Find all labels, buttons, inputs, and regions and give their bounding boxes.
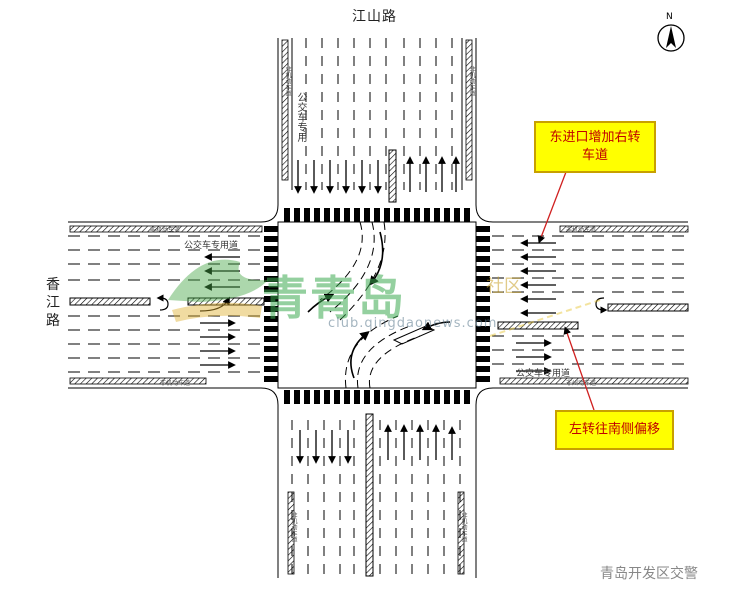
lane-label-west-bottom-non-motor: 非机动车道 [160,380,191,387]
source-credit: 青岛开发区交警 [600,566,698,582]
road-edges [68,38,688,578]
south-leg-lanes [291,420,461,578]
east-top-island [559,225,689,233]
callout-east-right-turn: 东进口增加右转车道 [534,121,656,173]
west-median [69,297,151,306]
lane-label-se-non-motor: 非机动车道 [460,512,467,542]
watermark-logo-mark [168,259,268,322]
lane-label-ne-non-motor: 非机动车道 [468,66,475,96]
north-arrow-icon [657,24,685,52]
north-right-island [465,39,473,181]
crosswalk-west [264,226,278,382]
south-left-island [287,491,295,575]
lane-label-sw-non-motor: 非机动车道 [290,512,297,542]
north-exit-arrows [406,156,460,192]
turn-arrows [307,231,451,379]
north-entry-arrows [294,160,382,194]
north-leg-lanes [291,38,463,190]
callout-1-leader [537,171,567,244]
watermark-swoosh [489,299,601,337]
north-left-island [281,39,289,181]
crosswalk-south [284,390,470,404]
intersection-box [277,221,477,389]
east-exit-arrows [516,339,552,375]
east-u-turn-arrow [595,297,608,314]
lane-label-nw-non-motor: 非机动车道 [284,66,291,96]
callout-left-turn-shift: 左转往南侧偏移 [555,410,674,450]
north-median [388,149,397,203]
south-median [365,413,374,577]
west-exit-arrows [204,253,240,291]
south-entry-arrows [384,424,456,460]
west-u-turn-arrow [156,294,169,311]
west-bottom-island [69,377,207,385]
crosswalk-north [284,208,470,222]
road-label-north: 江山路 [352,9,397,25]
north-arrow-letter: N [666,12,673,22]
callout-2-leader [563,326,595,411]
callout-east-right-turn-text: 东进口增加右转车道 [549,130,641,163]
lane-label-east-bus: 公交车专用道 [516,369,571,379]
watermark-url: club.qingdaonews.com [328,316,498,331]
road-label-west: 香江路 [46,277,60,329]
watermark-main: 青青岛 [262,271,406,325]
west-leg-lanes [68,235,262,373]
east-median [607,303,689,312]
watermark-sub: 社区 [486,276,522,297]
west-top-island [69,225,263,233]
lane-label-west-top-non-motor: 非机动车道 [150,227,181,234]
east-bottom-island [499,377,689,385]
south-right-island [457,491,465,575]
south-exit-arrows [296,430,352,464]
west-entry-arrows [199,296,236,369]
lane-label-east-top-non-motor: 非机动车道 [566,227,597,234]
lane-label-east-bottom-non-motor: 非州动车道 [566,380,597,387]
lane-label-north-bus: 公交车专用 [295,92,306,142]
lane-label-west-bus: 公交车专用道 [184,241,239,251]
east-leg-lanes [492,235,688,365]
east-median-ext [497,321,579,330]
left-turn-wait-zone [392,325,436,345]
callout-left-turn-shift-text: 左转往南侧偏移 [568,422,660,437]
east-entry-arrows [520,239,556,317]
crosswalk-east [476,226,490,382]
